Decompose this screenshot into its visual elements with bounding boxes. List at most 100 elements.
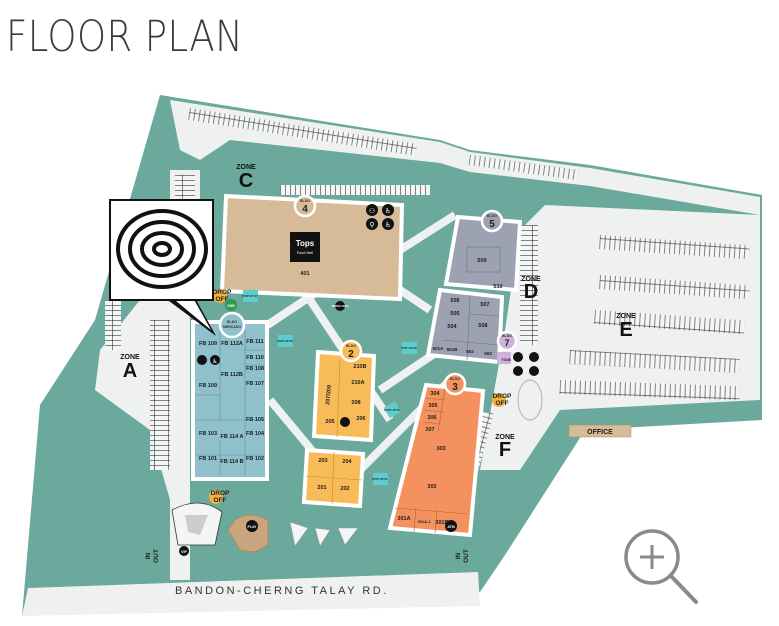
- badge-number: 4: [302, 204, 308, 215]
- unit-304: 304: [430, 391, 440, 397]
- unit-fb-110: FB 110: [246, 355, 264, 361]
- svg-text:A: A: [123, 360, 137, 382]
- tops-food-hall-logo: [290, 232, 320, 262]
- popup-07[interactable]: POP UP 07: [242, 290, 258, 302]
- svg-text:OFF: OFF: [496, 400, 509, 407]
- svg-text:ZONE: ZONE: [495, 434, 515, 441]
- svg-text:ZONE: ZONE: [521, 276, 541, 283]
- unit-203: 203: [318, 458, 327, 464]
- building-5[interactable]: 509 510 506 507 505 504 508 501A 501B 50…: [425, 209, 523, 365]
- unit-202: 202: [340, 486, 349, 492]
- svg-text:PLAY: PLAY: [247, 525, 257, 529]
- svg-text:POP UP 05: POP UP 05: [384, 408, 400, 412]
- popup-02[interactable]: POP UP 02: [401, 342, 417, 354]
- svg-text:ZONE: ZONE: [236, 164, 256, 171]
- unit-fb-112b: FB 112B: [221, 372, 243, 378]
- unit-204: 204: [342, 459, 352, 465]
- svg-text:POP UP 07: POP UP 07: [242, 294, 258, 298]
- unit-210a: 210A: [351, 380, 364, 386]
- parking-zone-a-west: [105, 300, 121, 350]
- page-title: FLOOR PLAN: [6, 12, 244, 62]
- atm-label: ATM: [447, 525, 454, 529]
- anchor-sub-label: Food Hall: [297, 251, 313, 255]
- play-area: PLAY: [227, 514, 269, 553]
- popup-08[interactable]: POP UP 08: [277, 335, 293, 347]
- unit-508: 508: [478, 323, 487, 329]
- gsb-marker: GSB: [225, 299, 237, 311]
- building-2[interactable]: 210B 207/209 210A 208 205 206 203 204 20…: [301, 339, 377, 509]
- unit-205: 205: [325, 419, 334, 425]
- svg-text:♿: ♿: [385, 207, 391, 215]
- office[interactable]: OFFICE: [568, 424, 632, 438]
- atm-icon: [445, 520, 457, 532]
- popup-05[interactable]: POP UP 05: [383, 401, 402, 419]
- svg-text:IN: IN: [145, 552, 152, 559]
- unit-fb-112a: FB 112A: [221, 341, 243, 347]
- unit-fb-104: FB 104: [246, 431, 265, 437]
- building-7[interactable]: 701B BLDG 7: [496, 330, 518, 364]
- unit-fb-109b: FB 109: [199, 383, 217, 389]
- badge-number: 3: [452, 382, 458, 393]
- unit-208: 208: [351, 400, 360, 406]
- decorative-tents: [289, 521, 359, 547]
- popup-01[interactable]: POP UP 01: [372, 473, 388, 485]
- unit-fb-114a: FB 114 A: [220, 434, 243, 440]
- badge-number: 2: [348, 349, 354, 360]
- unit-fb-102: FB 102: [246, 456, 264, 462]
- badge-label: BLDG: [487, 214, 497, 218]
- unit-502: 502: [466, 349, 474, 354]
- location-callout[interactable]: [109, 199, 216, 336]
- svg-text:E: E: [619, 319, 632, 341]
- unit-507: 507: [480, 302, 489, 308]
- unit-501a: 501A: [433, 346, 445, 351]
- unit-206: 206: [356, 416, 365, 422]
- unit-fb-107: FB 107: [246, 381, 264, 387]
- service-icons-bldg7: [513, 352, 539, 376]
- svg-text:ZONE: ZONE: [616, 313, 636, 320]
- svg-text:DROP: DROP: [211, 490, 230, 497]
- unit-305: 305: [428, 403, 437, 409]
- amenity-icons-bldg4: ⚇ ♿ ⚲ ♿: [366, 204, 394, 230]
- unit-302: 302: [427, 484, 436, 490]
- svg-text:GSB: GSB: [227, 304, 235, 308]
- badge-number: MERCADO: [223, 325, 241, 329]
- svg-text:DROP: DROP: [213, 289, 232, 296]
- zone-e-lot: [480, 205, 760, 470]
- svg-text:VIP: VIP: [181, 550, 187, 554]
- badge-label: BLDG: [502, 334, 512, 338]
- building-4[interactable]: Tops Food Hall 401 BLDG 4: [219, 193, 405, 302]
- svg-text:D: D: [524, 281, 538, 303]
- svg-text:OUT: OUT: [153, 549, 160, 563]
- unit-401: 401: [300, 271, 309, 277]
- svg-text:POP UP 08: POP UP 08: [277, 339, 293, 343]
- unit-506: 506: [450, 298, 459, 304]
- badge-number: 5: [489, 219, 495, 230]
- unit-210b: 210B: [353, 364, 366, 370]
- road-label: BANDON-CHERNG TALAY RD.: [175, 585, 389, 597]
- target-rings-icon: [116, 209, 208, 289]
- unit-fb-109a: FB 109: [199, 341, 217, 347]
- unit-510: 510: [493, 284, 502, 290]
- building-mercado[interactable]: FB 109 FB 112A FB 111 FB 110 FB 108 FB 1…: [191, 311, 269, 481]
- parking-zone-a: [150, 320, 170, 470]
- restroom-icon: [197, 355, 207, 365]
- svg-text:C: C: [239, 170, 253, 192]
- unit-701b: 701B: [501, 357, 511, 362]
- unit-503: 503: [484, 351, 492, 356]
- unit-505: 505: [450, 311, 459, 317]
- svg-text:♿: ♿: [385, 221, 391, 229]
- building-3[interactable]: 304 305 306 307 303 302 301A 301A-1 301B…: [387, 372, 486, 538]
- unit-303: 303: [436, 446, 445, 452]
- unit-201: 201: [317, 485, 326, 491]
- svg-text:OFF: OFF: [216, 296, 229, 303]
- unit-fb-103: FB 103: [199, 431, 217, 437]
- zoom-in-button[interactable]: [624, 529, 698, 604]
- entrance-markers: IN OUT IN OUT: [145, 549, 470, 563]
